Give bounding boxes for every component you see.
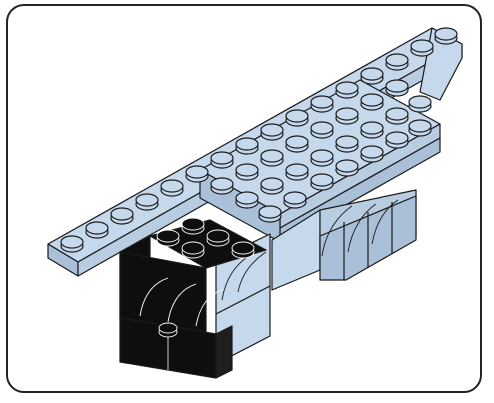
stud [259,206,281,222]
stud [386,54,408,70]
stud [336,82,358,98]
stud [236,192,258,208]
stud [336,136,358,152]
stud [136,194,158,210]
stud [261,124,283,140]
stud [336,160,358,176]
stud [409,120,431,136]
stud [159,323,177,337]
stud [411,40,433,56]
stud [311,174,333,190]
stud [261,150,283,166]
stud [261,178,283,194]
stud [236,138,258,154]
stud [361,122,383,138]
stud [111,208,133,224]
stud [386,80,408,96]
stud [386,108,408,124]
stud [236,164,258,180]
stud [232,242,254,258]
stud [361,68,383,84]
stud [186,166,208,182]
stud [311,96,333,112]
stud [386,132,408,148]
stud [182,218,204,234]
stud [61,236,83,252]
stud [211,152,233,168]
stud [161,180,183,196]
stud [361,94,383,110]
stud [284,192,306,208]
stud [157,230,179,246]
stud [286,164,308,180]
stud [86,222,108,238]
stud [286,110,308,126]
stud [435,28,457,44]
black-base-side [216,326,232,378]
stud [207,230,229,246]
stud [182,242,204,258]
stud [361,146,383,162]
stud [336,108,358,124]
stud [311,150,333,166]
stud [286,136,308,152]
stud [311,122,333,138]
stud [211,178,233,194]
stud [409,96,431,112]
